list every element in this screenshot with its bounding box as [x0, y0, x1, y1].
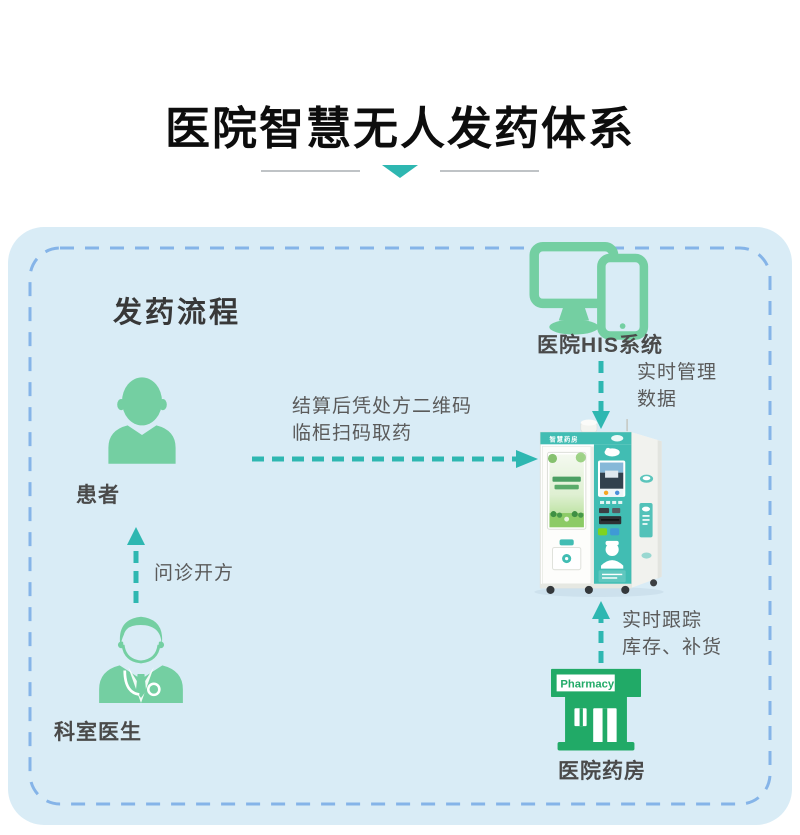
his-manage-note: 实时管理 数据 — [637, 359, 717, 413]
arrow-pharmacy-to-machine — [592, 601, 610, 663]
machine-brand-text: 智慧药房 — [549, 434, 578, 443]
patient-label: 患者 — [76, 484, 120, 507]
patient-icon — [108, 377, 176, 464]
prescription-note-line2: 临柜扫码取药 — [292, 423, 413, 444]
stock-track-note: 实时跟踪 库存、补货 — [622, 607, 722, 661]
title-divider — [0, 163, 800, 179]
doctor-icon — [99, 616, 183, 703]
divider-line-left — [261, 170, 360, 172]
pharmacy-icon: Pharmacy — [551, 668, 641, 751]
stock-track-line1: 实时跟踪 — [622, 610, 703, 631]
dashed-border — [28, 246, 772, 806]
his-manage-line1: 实时管理 — [637, 362, 718, 383]
arrow-patient-to-machine — [252, 450, 538, 468]
machine-shadow — [534, 586, 664, 597]
divider-line-right — [440, 170, 539, 172]
prescription-note: 结算后凭处方二维码 临柜扫码取药 — [292, 393, 472, 447]
pharmacy-sign-text: Pharmacy — [560, 679, 615, 691]
consult-note: 问诊开方 — [154, 563, 235, 584]
arrow-doctor-to-patient — [127, 527, 145, 603]
prescription-note-line1: 结算后凭处方二维码 — [292, 396, 473, 417]
flow-heading: 发药流程 — [113, 297, 242, 329]
flow-panel: 发药流程 患者 结算后凭处方二维码 临柜扫码取药 问诊开方 — [8, 227, 792, 825]
stock-track-line2: 库存、补货 — [622, 637, 723, 658]
page-title: 医院智慧无人发药体系 — [164, 103, 635, 154]
his-manage-line2: 数据 — [637, 389, 678, 410]
pharmacy-label: 医院药房 — [558, 760, 646, 783]
divider-triangle-icon — [382, 164, 418, 178]
arrow-his-to-machine — [592, 361, 610, 429]
dispensing-machine: 智慧药房 — [534, 419, 664, 597]
his-label: 医院HIS系统 — [536, 334, 663, 357]
doctor-label: 科室医生 — [54, 721, 142, 744]
his-system-icon — [529, 241, 649, 340]
